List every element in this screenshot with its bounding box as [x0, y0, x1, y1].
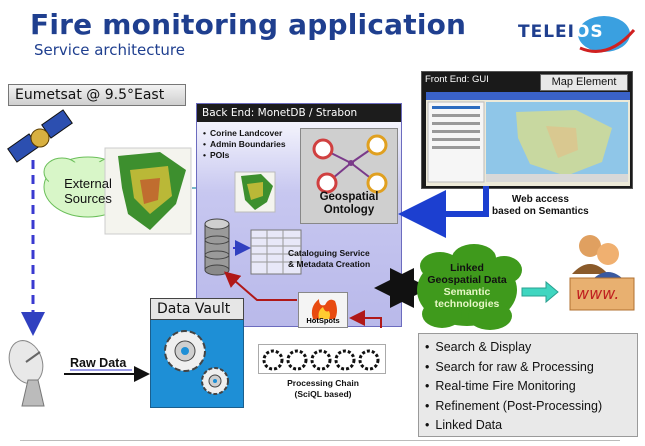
external-sources-label: External Sources — [64, 176, 112, 206]
logo-suffix: OS — [574, 22, 604, 42]
chain-gears-icon — [262, 349, 380, 371]
feature-item: Real-time Fire Monitoring — [425, 377, 631, 397]
frontend-panel: Front End: GUI Map Element — [421, 71, 633, 189]
hotspots-box: HotSpots — [298, 292, 348, 328]
satellite-label: Eumetsat @ 9.5°East — [8, 84, 186, 106]
layer-item: Admin Boundaries — [203, 139, 286, 150]
data-vault-box: Data Vault — [150, 298, 244, 408]
backend-title: Back End: MonetDB / Strabon — [197, 104, 401, 122]
page-title: Fire monitoring application — [30, 8, 467, 41]
landcover-map-image — [104, 147, 192, 235]
features-list: Search & Display Search for raw & Proces… — [419, 334, 637, 440]
database-icon — [204, 218, 230, 276]
teleios-logo: TELEIOS — [518, 10, 638, 58]
satellite-dish-icon — [8, 340, 45, 407]
chain-to-hotspot-arrow — [349, 310, 382, 328]
mini-map-image — [234, 171, 276, 213]
footer-divider — [20, 440, 620, 441]
features-list-box: Search & Display Search for raw & Proces… — [418, 333, 638, 437]
web-access-label: Web access based on Semantics — [492, 194, 589, 217]
ontology-label: Geospatial Ontology — [319, 191, 379, 216]
raw-data-label: Raw Data — [70, 356, 127, 370]
page-subtitle: Service architecture — [34, 41, 185, 59]
map-element-label: Map Element — [540, 74, 628, 91]
linked-data-label: Linked Geospatial Data Semantic technolo… — [427, 262, 507, 310]
feature-item: Search & Display — [425, 338, 631, 358]
feature-item: Linked Data — [425, 416, 631, 436]
layer-item: POIs — [203, 150, 286, 161]
frontend-title: Front End: GUI — [425, 74, 489, 85]
feature-item: Refinement (Post-Processing) — [425, 397, 631, 417]
data-vault-label: Data Vault — [150, 298, 244, 320]
satellite-icon — [7, 109, 73, 163]
www-label: www. — [576, 284, 620, 303]
hotspot-store-arrow — [223, 271, 297, 301]
metadata-table-icon — [250, 229, 302, 275]
ontology-graph-icon — [312, 134, 388, 194]
fire-icon — [311, 299, 337, 319]
gui-screenshot — [426, 92, 630, 186]
processing-chain-label: Processing Chain (SciQL based) — [287, 378, 359, 399]
logo-swoosh — [578, 16, 630, 52]
processing-chain-box — [258, 344, 386, 374]
ontology-box: Geospatial Ontology — [300, 128, 398, 224]
logo-text: TELEI — [518, 22, 575, 42]
feature-item: Search for raw & Processing — [425, 358, 631, 378]
gear-icon — [201, 367, 229, 395]
hotspots-label: HotSpots — [306, 316, 340, 325]
cataloguing-label: Cataloguing Service & Metadata Creation — [288, 248, 371, 269]
backend-layers: Corine Landcover Admin Boundaries POIs — [203, 128, 286, 161]
layer-item: Corine Landcover — [203, 128, 286, 139]
gear-icon — [164, 330, 206, 372]
